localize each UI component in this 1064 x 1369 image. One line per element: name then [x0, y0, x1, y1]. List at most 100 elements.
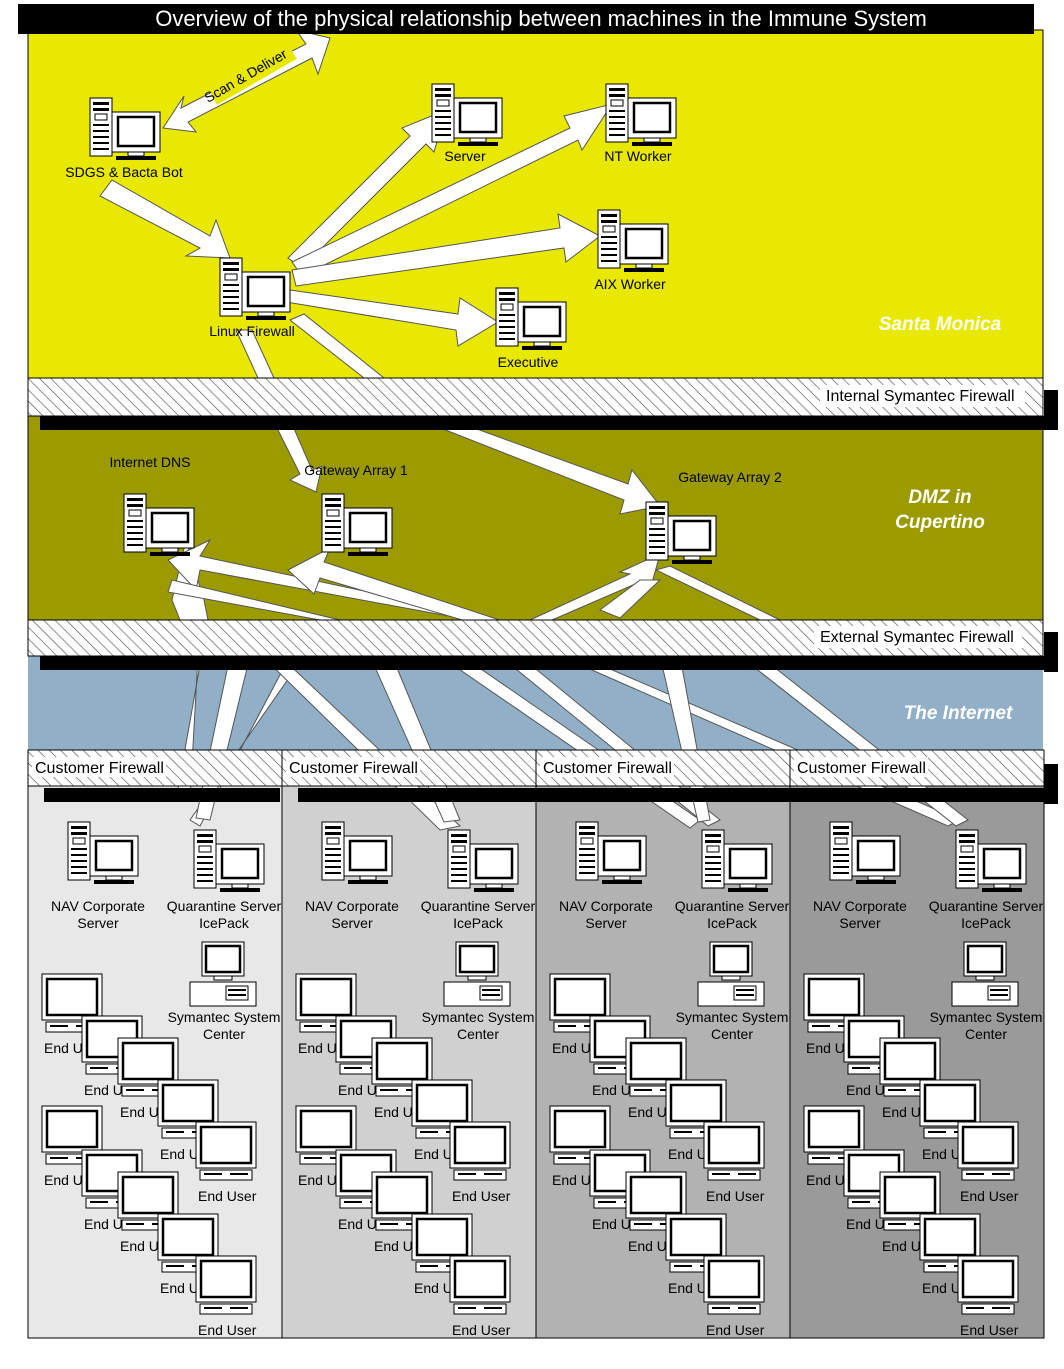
- node-label-nav-server: NAV Corporate: [305, 898, 399, 914]
- customer-firewall-label: Customer Firewall: [797, 760, 926, 777]
- external-firewall-label: External Symantec Firewall: [820, 629, 1014, 646]
- monitor-icon: [956, 1120, 1020, 1182]
- node-label-nav-server: Server: [839, 915, 881, 931]
- end-user-label: End User: [706, 1322, 765, 1338]
- monitor-icon: [448, 1120, 512, 1182]
- zone-label-santa-monica: Santa Monica: [879, 314, 1002, 335]
- node-label-gateway2: Gateway Array 2: [678, 469, 782, 485]
- node-label-sdgs: SDGS & Bacta Bot: [65, 164, 183, 180]
- end-user-label: End User: [198, 1322, 257, 1338]
- end-user-label: End Us: [84, 1082, 130, 1098]
- node-label-ssc: Symantec System: [930, 1009, 1043, 1025]
- end-user-label: End U: [120, 1104, 159, 1120]
- arrow-icon: [291, 103, 614, 277]
- zone-label-dmz: DMZ in: [908, 487, 971, 508]
- end-user-label: End U: [44, 1040, 83, 1056]
- end-user-label: End U: [882, 1238, 921, 1254]
- arrow-icon: [99, 179, 231, 259]
- node-label-server: Server: [444, 148, 486, 164]
- node-label-quarantine-server: IcePack: [453, 915, 504, 931]
- monitor-icon: [448, 1254, 512, 1316]
- node-label-aix-worker: AIX Worker: [594, 276, 666, 292]
- arrow-icon: [277, 423, 323, 493]
- node-label-ssc: Symantec System: [168, 1009, 281, 1025]
- node-label-quarantine-server: IcePack: [707, 915, 758, 931]
- monitor-icon: [956, 1254, 1020, 1316]
- arrow-icon: [598, 579, 662, 619]
- node-label-quarantine-server: Quarantine Server: [929, 898, 1044, 914]
- end-user-label: End U: [414, 1280, 453, 1296]
- end-user-label: End U: [160, 1146, 199, 1162]
- node-label-nav-server: Server: [331, 915, 373, 931]
- end-user-label: End User: [198, 1188, 257, 1204]
- diagram-title: Overview of the physical relationship be…: [155, 6, 927, 31]
- arrow-icon: [171, 538, 209, 801]
- node-label-executive: Executive: [498, 354, 559, 370]
- end-user-label: End User: [452, 1188, 511, 1204]
- monitor-icon: [194, 1254, 258, 1316]
- end-user-label: End U: [922, 1146, 961, 1162]
- end-user-label: End Us: [592, 1082, 638, 1098]
- end-user-label: End U: [628, 1104, 667, 1120]
- end-user-label: End U: [668, 1280, 707, 1296]
- arrow-icon: [285, 289, 499, 347]
- node-label-ssc: Symantec System: [422, 1009, 535, 1025]
- node-label-ssc: Center: [965, 1026, 1007, 1042]
- customer-firewall-label: Customer Firewall: [543, 760, 672, 777]
- monitor-icon: [194, 1120, 258, 1182]
- end-user-label: End Us: [338, 1216, 384, 1232]
- end-user-label: End U: [552, 1172, 591, 1188]
- node-label-ssc: Center: [203, 1026, 245, 1042]
- node-label-nt-worker: NT Worker: [604, 148, 671, 164]
- end-user-label: End Us: [846, 1082, 892, 1098]
- node-label-quarantine-server: Quarantine Server: [167, 898, 282, 914]
- end-user-label: End U: [120, 1238, 159, 1254]
- node-label-ssc: Center: [457, 1026, 499, 1042]
- monitor-icon: [702, 1120, 766, 1182]
- end-user-label: End U: [882, 1104, 921, 1120]
- end-user-label: End U: [806, 1172, 845, 1188]
- end-user-label: End Us: [846, 1216, 892, 1232]
- end-user-label: End Us: [592, 1216, 638, 1232]
- title-bar: [18, 4, 1034, 34]
- end-user-label: End U: [414, 1146, 453, 1162]
- end-user-label: End U: [668, 1146, 707, 1162]
- end-user-label: End U: [374, 1238, 413, 1254]
- end-user-label: End User: [960, 1188, 1019, 1204]
- customer-firewall-label: Customer Firewall: [289, 760, 418, 777]
- end-user-label: End User: [452, 1322, 511, 1338]
- end-user-label: End U: [298, 1040, 337, 1056]
- internal-firewall-label: Internal Symantec Firewall: [826, 388, 1015, 405]
- node-label-nav-server: NAV Corporate: [559, 898, 653, 914]
- arrow-icon: [291, 213, 601, 287]
- node-label-nav-server: Server: [585, 915, 627, 931]
- end-user-label: End U: [806, 1040, 845, 1056]
- customer-firewall-label: Customer Firewall: [35, 760, 164, 777]
- node-label-nav-server: NAV Corporate: [51, 898, 145, 914]
- customer-firewalls: Customer Firewall Customer Firewall Cust…: [27, 749, 1058, 802]
- end-user-label: End U: [922, 1280, 961, 1296]
- node-label-quarantine-server: IcePack: [961, 915, 1012, 931]
- end-user-label: End User: [960, 1322, 1019, 1338]
- node-label-quarantine-server: IcePack: [199, 915, 250, 931]
- end-user-label: End User: [706, 1188, 765, 1204]
- node-label-gateway1: Gateway Array 1: [304, 462, 408, 478]
- end-user-label: End U: [298, 1172, 337, 1188]
- node-label-nav-server: NAV Corporate: [813, 898, 907, 914]
- end-user-label: End Us: [338, 1082, 384, 1098]
- node-label-internet-dns: Internet DNS: [110, 454, 191, 470]
- node-label-quarantine-server: Quarantine Server: [421, 898, 536, 914]
- node-label-linux-firewall: Linux Firewall: [209, 323, 295, 339]
- zone-label-internet: The Internet: [904, 703, 1013, 724]
- node-label-nav-server: Server: [77, 915, 119, 931]
- zone-label-dmz: Cupertino: [895, 512, 985, 533]
- node-label-ssc: Center: [711, 1026, 753, 1042]
- node-label-ssc: Symantec System: [676, 1009, 789, 1025]
- monitor-icon: [702, 1254, 766, 1316]
